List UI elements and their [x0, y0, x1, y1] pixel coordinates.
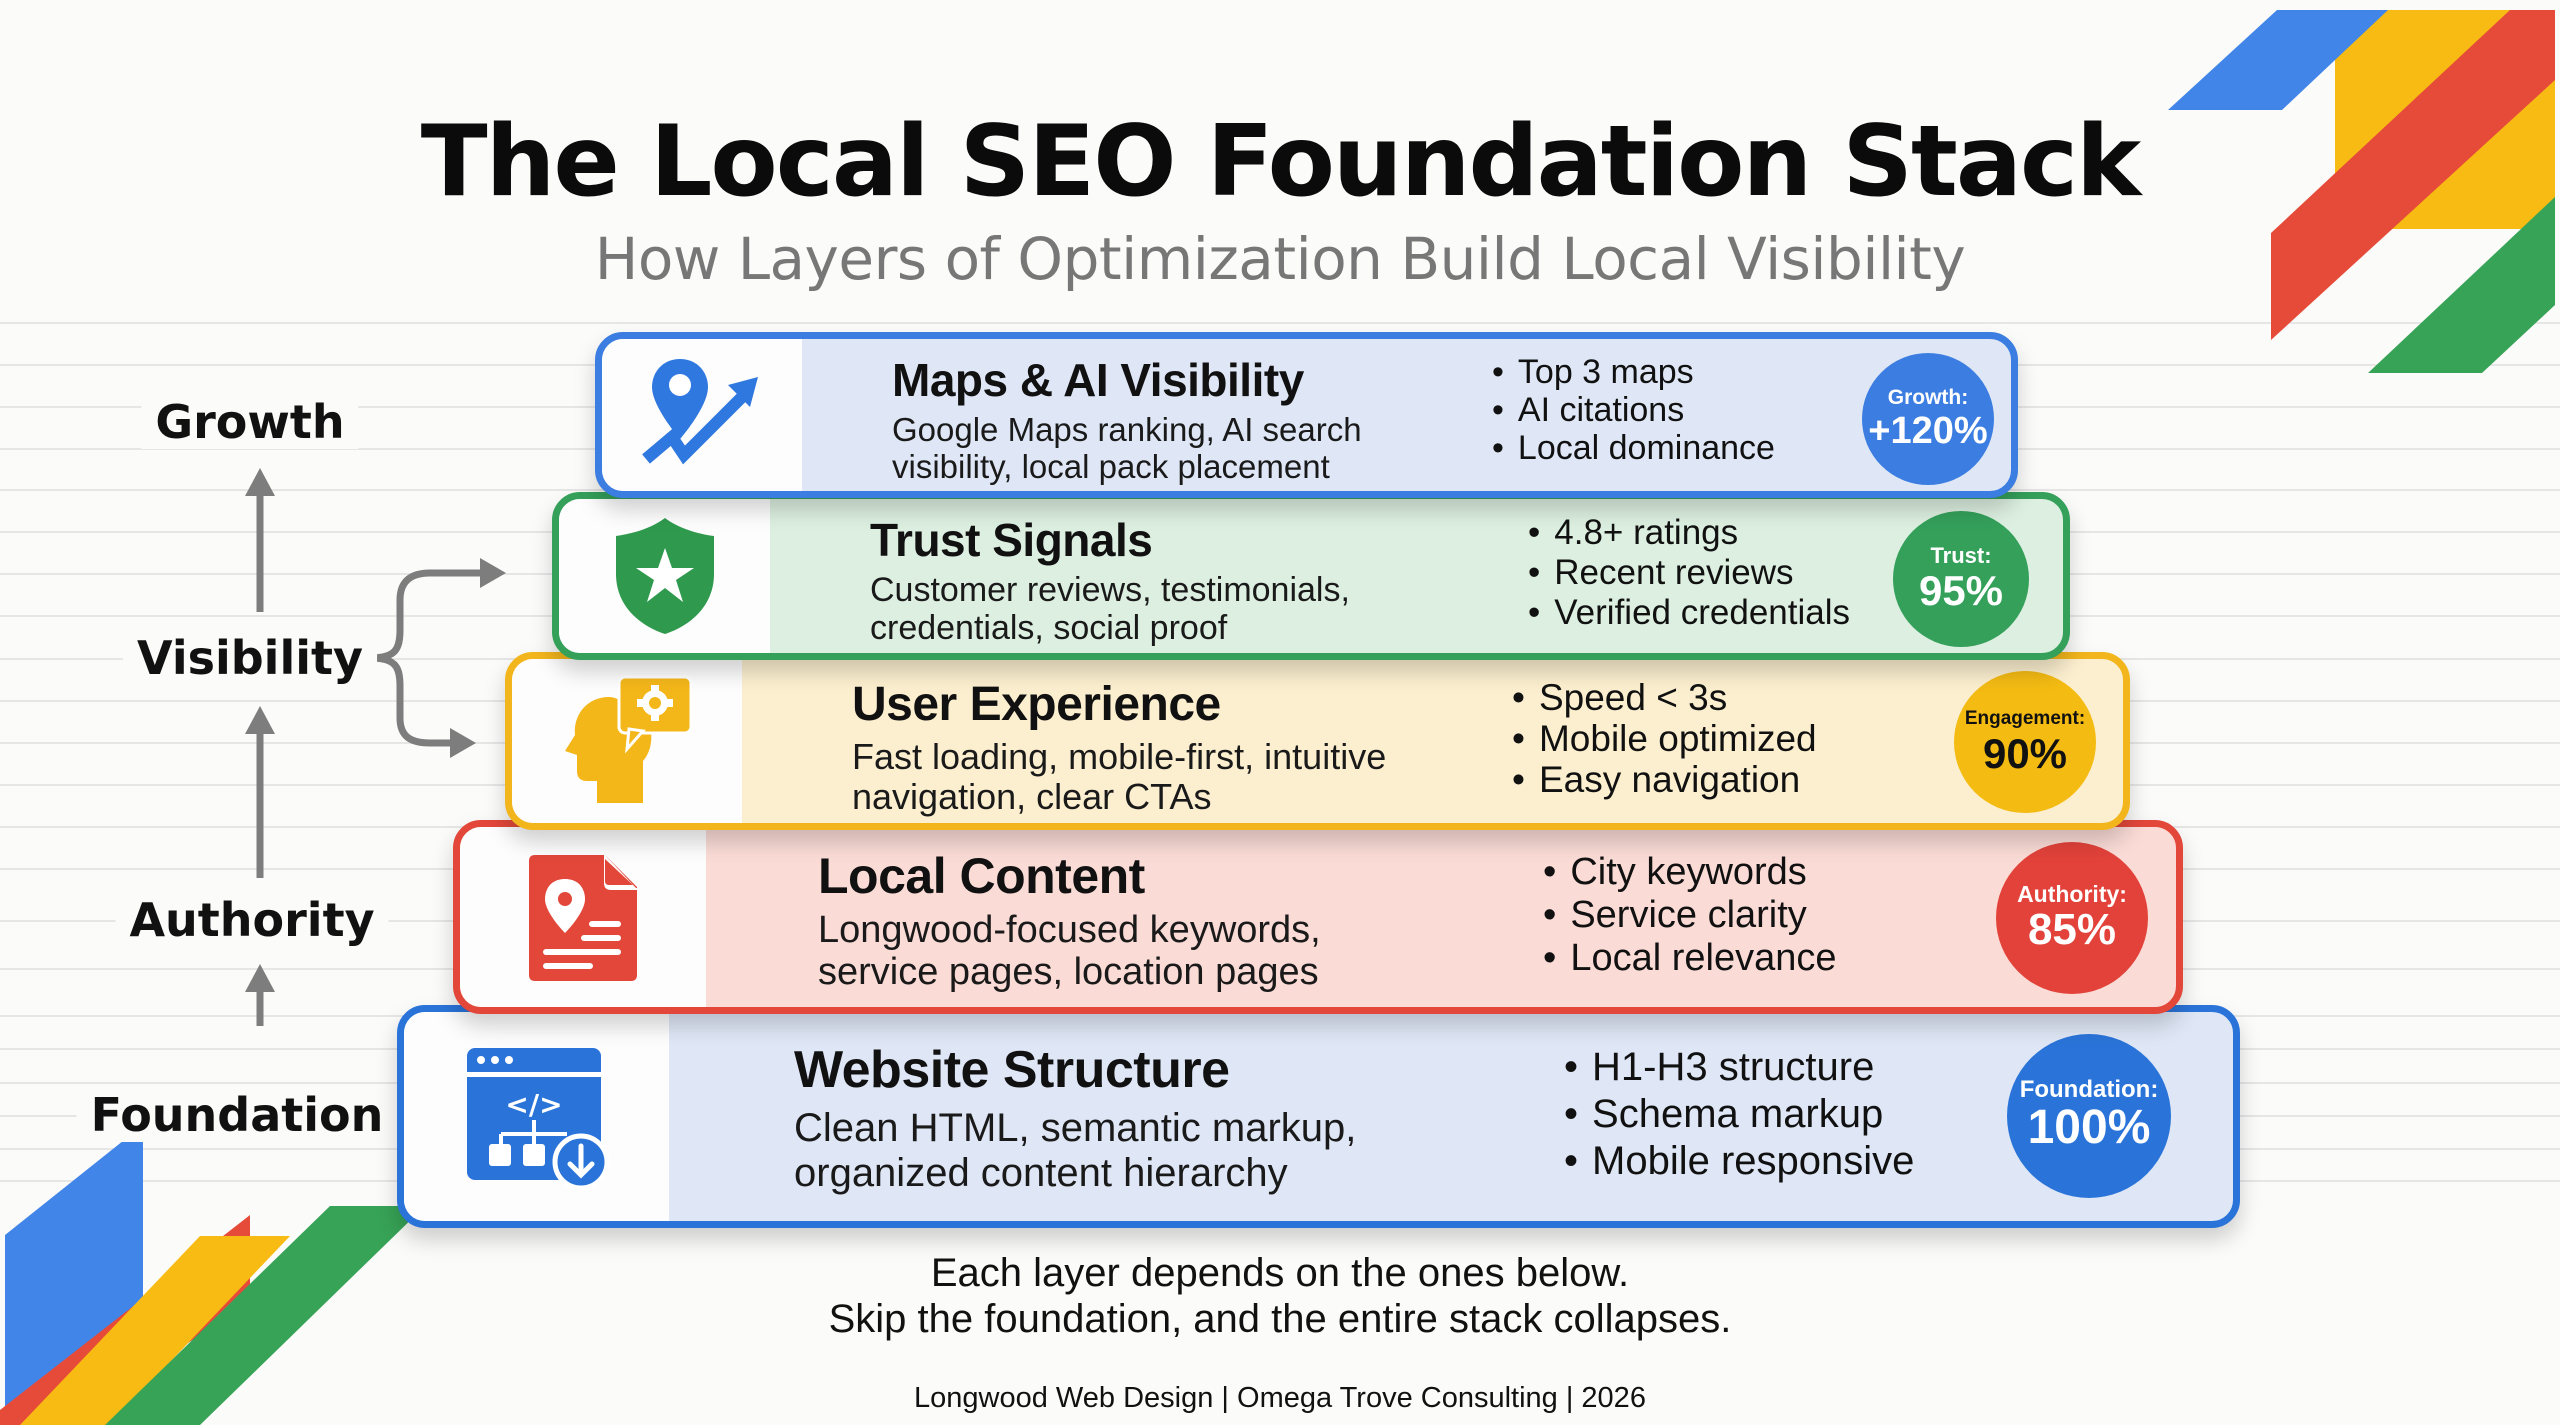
side-label-visibility: Visibility — [123, 631, 377, 685]
bullet-item: Local relevance — [1543, 937, 1836, 980]
layer-bullets: 4.8+ ratings Recent reviews Verified cre… — [1528, 513, 1850, 633]
layer-description: Fast loading, mobile-first, intuitive na… — [852, 736, 1387, 817]
code-sitemap-icon: </> — [466, 1047, 609, 1190]
location-document-icon — [529, 855, 637, 981]
layer-maps-ai-visibility: Maps & AI Visibility Google Maps ranking… — [595, 332, 2018, 498]
layer-title: Website Structure — [794, 1041, 1230, 1099]
layer-description: Google Maps ranking, AI search visibilit… — [892, 411, 1362, 485]
bullet-item: H1-H3 structure — [1564, 1044, 1914, 1091]
side-label-foundation: Foundation — [76, 1088, 398, 1142]
icon-panel: </> — [404, 1012, 669, 1221]
footer-line-2: Skip the foundation, and the entire stac… — [828, 1297, 1732, 1341]
icon-panel — [559, 499, 770, 653]
shield-star-icon — [615, 518, 714, 634]
progression-arrows — [245, 468, 506, 1026]
bullet-item: Recent reviews — [1528, 553, 1850, 593]
svg-text:</>: </> — [505, 1088, 562, 1121]
side-label-growth: Growth — [141, 395, 359, 449]
side-label-authority: Authority — [115, 893, 389, 947]
arrow-up-icon — [245, 964, 275, 992]
arrow-up-icon — [245, 468, 275, 496]
bullet-item: Mobile responsive — [1564, 1138, 1914, 1185]
bullet-item: Easy navigation — [1512, 759, 1817, 800]
status-badge-foundation: Foundation: 100% — [2007, 1034, 2171, 1198]
layer-user-experience: User Experience Fast loading, mobile-fir… — [505, 652, 2130, 830]
icon-panel — [460, 827, 706, 1007]
bullet-item: 4.8+ ratings — [1528, 513, 1850, 553]
arrow-right-icon — [480, 558, 506, 588]
bullet-item: AI citations — [1492, 391, 1775, 429]
layer-title: Maps & AI Visibility — [892, 354, 1304, 406]
bullet-item: Local dominance — [1492, 429, 1775, 467]
layer-title: User Experience — [852, 678, 1221, 731]
status-badge-trust: Trust: 95% — [1893, 511, 2029, 647]
layer-title: Trust Signals — [870, 514, 1153, 566]
bullet-item: Top 3 maps — [1492, 353, 1775, 391]
page-title: The Local SEO Foundation Stack — [420, 105, 2141, 219]
layer-local-content: Local Content Longwood-focused keywords,… — [453, 820, 2183, 1014]
layer-title: Local Content — [818, 848, 1145, 904]
status-badge-growth: Growth: +120% — [1862, 353, 1994, 485]
map-pin-trend-up-icon — [642, 359, 758, 465]
bullet-item: Schema markup — [1564, 1091, 1914, 1138]
layer-trust-signals: Trust Signals Customer reviews, testimon… — [552, 492, 2070, 660]
icon-panel — [602, 339, 802, 491]
footer-message: Each layer depends on the ones below. Sk… — [0, 1250, 2560, 1342]
layer-bullets: H1-H3 structure Schema markup Mobile res… — [1564, 1044, 1914, 1185]
bullet-item: Speed < 3s — [1512, 677, 1817, 718]
layer-description: Customer reviews, testimonials, credenti… — [870, 571, 1350, 647]
bullet-item: Service clarity — [1543, 894, 1836, 937]
status-badge-engagement: Engagement: 90% — [1954, 671, 2096, 813]
bullet-item: Verified credentials — [1528, 593, 1850, 633]
arrow-up-icon — [245, 706, 275, 734]
footer-line-1: Each layer depends on the ones below. — [930, 1251, 1630, 1295]
status-badge-authority: Authority: 85% — [1996, 842, 2148, 994]
layer-bullets: Top 3 maps AI citations Local dominance — [1492, 353, 1775, 467]
layer-website-structure: </> Website Structure Clean HTML, semant… — [397, 1005, 2240, 1228]
icon-panel — [512, 659, 742, 823]
page-subtitle: How Layers of Optimization Build Local V… — [594, 225, 1966, 293]
arrow-right-icon — [450, 728, 476, 758]
bullet-item: Mobile optimized — [1512, 718, 1817, 759]
layer-bullets: Speed < 3s Mobile optimized Easy navigat… — [1512, 677, 1817, 800]
layer-description: Longwood-focused keywords, service pages… — [818, 909, 1321, 993]
bullet-item: City keywords — [1543, 851, 1836, 894]
head-gear-icon — [565, 675, 693, 803]
layer-bullets: City keywords Service clarity Local rele… — [1543, 851, 1836, 980]
footer-credits: Longwood Web Design | Omega Trove Consul… — [914, 1382, 1646, 1414]
layer-description: Clean HTML, semantic markup, organized c… — [794, 1106, 1357, 1195]
